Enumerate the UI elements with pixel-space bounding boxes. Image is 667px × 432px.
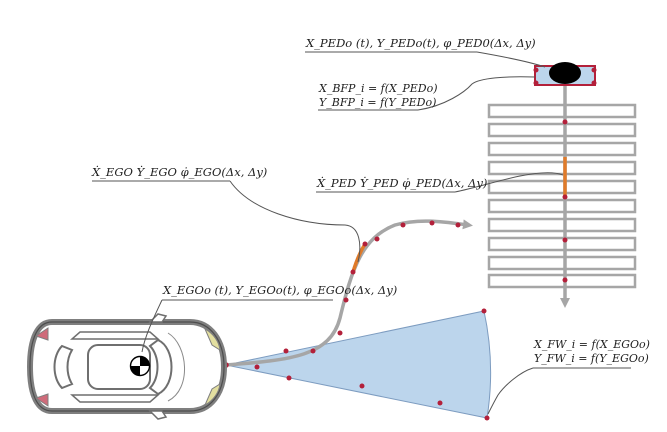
ego-vehicle — [26, 313, 228, 420]
sample-point — [484, 415, 490, 421]
sample-point — [481, 308, 487, 314]
fw-x-label: X_FW_i = f(X_EGOo) — [533, 338, 650, 351]
sample-point — [562, 237, 568, 243]
field-of-view — [225, 310, 492, 419]
sample-point — [562, 119, 568, 125]
sample-point — [562, 277, 568, 283]
sample-point — [286, 375, 292, 381]
pedestrian-rates-label: Ẋ_PED Ẏ_PED φ̇_PED(Δx, Δy) — [316, 176, 487, 190]
sample-point — [455, 222, 461, 228]
pedestrian — [534, 62, 596, 86]
sample-point — [374, 236, 380, 242]
ego-rates-label: Ẋ_EGO Ẏ_EGO φ̇_EGO(Δx, Δy) — [91, 165, 267, 179]
sample-point — [254, 364, 260, 370]
pedestrian-state-label: X_PEDo (t), Y_PEDo(t), φ_PED0(Δx, Δy) — [305, 36, 536, 50]
sample-point — [343, 297, 349, 303]
sample-points — [223, 67, 597, 421]
crosswalk — [487, 103, 637, 289]
sample-point — [429, 220, 435, 226]
bfp-y-label: Y_BFP_i = f(Y_PEDo) — [319, 96, 436, 109]
sample-point — [283, 348, 289, 354]
fw-y-label: Y_FW_i = f(Y_EGOo) — [534, 352, 649, 365]
sample-point — [310, 348, 316, 354]
sample-point — [359, 383, 365, 389]
pedestrian-figure-icon — [549, 62, 581, 84]
sample-point — [337, 330, 343, 336]
sample-point — [591, 80, 597, 86]
annotation-labels: X_PEDo (t), Y_PEDo(t), φ_PED0(Δx, Δy) X_… — [91, 36, 650, 365]
sample-point — [362, 241, 368, 247]
sample-point — [350, 269, 356, 275]
sample-point — [533, 67, 539, 73]
sample-point — [400, 222, 406, 228]
bfp-x-label: X_BFP_i = f(X_PEDo) — [318, 82, 438, 95]
sample-point — [437, 400, 443, 406]
ego-center-marker-icon — [129, 355, 151, 377]
sample-point — [591, 67, 597, 73]
leader-lines — [92, 51, 631, 415]
sample-point — [533, 80, 539, 86]
ego-state-label: X_EGOo (t), Y_EGOo(t), φ_EGOo(Δx, Δy) — [162, 283, 397, 297]
sample-point — [562, 194, 568, 200]
